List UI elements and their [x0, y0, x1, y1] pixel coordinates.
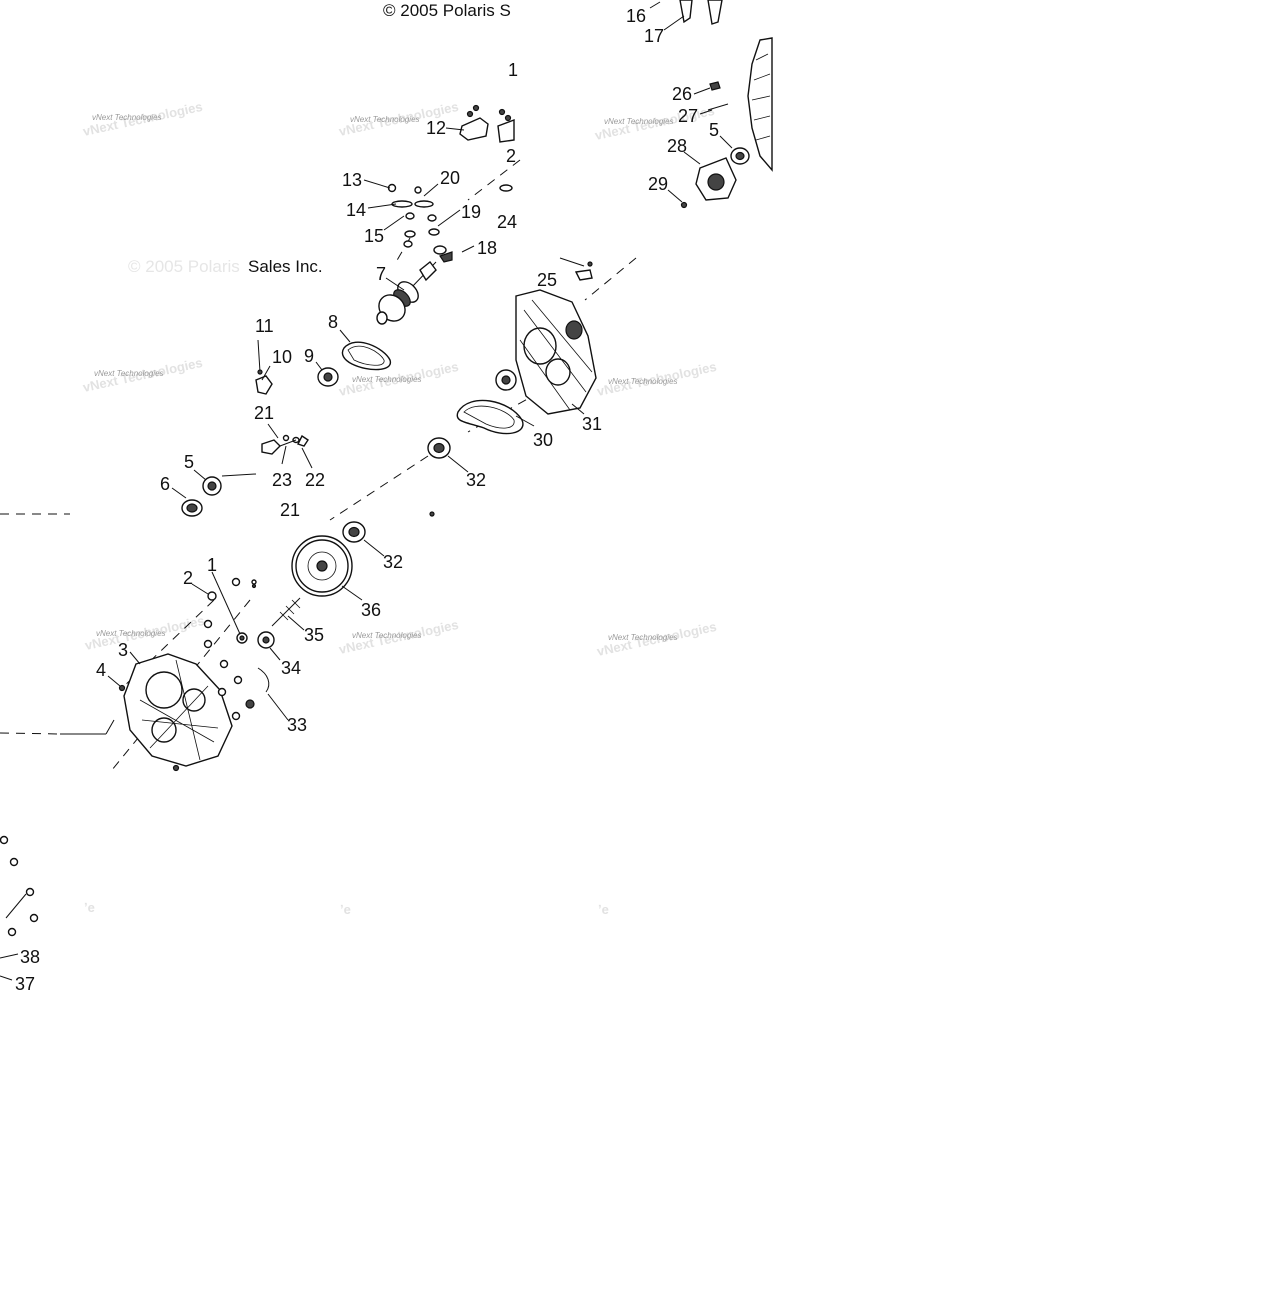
callout-22: 22: [305, 470, 325, 490]
shift-forks-16-17: [679, 0, 723, 25]
callout-20: 20: [440, 168, 460, 188]
callout-14: 14: [346, 200, 366, 220]
callout-24: 24: [497, 212, 517, 232]
callout-4: 4: [96, 660, 106, 680]
watermark: vNext Technologies: [96, 629, 166, 638]
callout-13: 13: [342, 170, 362, 190]
watermark: vNext Technologies: [94, 369, 164, 378]
leader-lines: [0, 1, 733, 981]
input-shaft-7: [376, 261, 437, 325]
copyright-mid: Sales Inc.: [248, 257, 323, 276]
watermark-fragment: ʼe: [84, 900, 95, 915]
clipped-fragments: 1 2: [506, 60, 518, 166]
callout-19: 19: [461, 202, 481, 222]
callout-35: 35: [304, 625, 324, 645]
callout-7: 7: [376, 264, 386, 284]
fasteners-37-38: [0, 835, 39, 937]
gear-assembly-21-23: [261, 434, 309, 455]
callout-38: 38: [20, 947, 40, 967]
housing-cover-3: [123, 653, 233, 772]
callout-15: 15: [364, 226, 384, 246]
callout-9: 9: [304, 346, 314, 366]
callout-34: 34: [281, 658, 301, 678]
callout-8: 8: [328, 312, 338, 332]
callout-29: 29: [648, 174, 668, 194]
watermark-fragment: ʼe: [340, 902, 351, 917]
callout-16: 16: [626, 6, 646, 26]
drive-chain-8: [341, 341, 391, 371]
bearing-9: [317, 367, 339, 387]
bearing-6: [181, 499, 203, 517]
cover-28: [680, 157, 737, 209]
callout-37: 37: [15, 974, 35, 994]
chain-30: [456, 399, 524, 435]
watermark: vNext Technologies: [352, 631, 422, 640]
callout-18: 18: [477, 238, 497, 258]
fastener-26: [709, 81, 721, 91]
copyright-top: © 2005 Polaris S: [383, 1, 511, 20]
housing-bolts: [118, 577, 257, 697]
callout-25: 25: [537, 270, 557, 290]
axis-lines: [0, 159, 637, 771]
shift-shaft-parts: [387, 183, 513, 263]
callout-11: 11: [255, 316, 274, 336]
bearing-32-lower: [342, 521, 366, 543]
clipped-digit: 1: [508, 60, 518, 80]
callout-21-upper: 21: [254, 403, 274, 423]
callout-labels: 1 2 3 4 5 5 6 7 8 9 10 11 12 13 14 15 16…: [15, 6, 719, 994]
bearing-5-left: [202, 473, 257, 496]
pin-27: [707, 103, 729, 111]
callout-28: 28: [667, 136, 687, 156]
callout-5-right: 5: [709, 120, 719, 140]
bearing-32-upper: [427, 437, 451, 459]
callout-31: 31: [582, 414, 602, 434]
watermark: vNext Technologies: [608, 377, 678, 386]
seal-33: [231, 667, 270, 721]
sprocket-31: [495, 369, 517, 391]
watermark: vNext Technologies: [92, 113, 162, 122]
callout-2: 2: [183, 568, 193, 588]
clip-24-25: [574, 261, 593, 281]
callout-26: 26: [672, 84, 692, 104]
watermark: vNext Technologies: [352, 375, 422, 384]
callout-33: 33: [287, 715, 307, 735]
bearing-5-right: [730, 147, 750, 165]
callout-12: 12: [426, 118, 446, 138]
callout-10: 10: [272, 347, 292, 367]
callout-21-lower: 21: [280, 500, 300, 520]
callout-6: 6: [160, 474, 170, 494]
callout-27: 27: [678, 106, 698, 126]
callout-32-upper: 32: [466, 470, 486, 490]
callout-3: 3: [118, 640, 128, 660]
callout-32-lower: 32: [383, 552, 403, 572]
callout-17: 17: [644, 26, 664, 46]
watermark-fragment: ʼe: [598, 902, 609, 917]
bracket-assembly-12: [459, 104, 515, 143]
watermark: vNext Technologies: [608, 633, 678, 642]
copyright-mid-faded: © 2005 Polaris: [128, 257, 240, 276]
tile-masks: [0, 0, 255, 255]
housing-top-right: [747, 37, 773, 172]
bottom-fragments: [251, 511, 435, 589]
callout-1: 1: [207, 555, 217, 575]
watermark: vNext Technologies: [604, 117, 674, 126]
clipped-digit: 2: [506, 146, 516, 166]
callout-30: 30: [533, 430, 553, 450]
callout-5-left: 5: [184, 452, 194, 472]
callout-23: 23: [272, 470, 292, 490]
ring-gear-36: [291, 535, 353, 597]
pinion-shaft-35: [271, 597, 301, 627]
sprocket-34: [257, 631, 275, 649]
callout-36: 36: [361, 600, 381, 620]
gearcase-31: [515, 289, 597, 415]
watermark: vNext Technologies: [350, 115, 420, 124]
